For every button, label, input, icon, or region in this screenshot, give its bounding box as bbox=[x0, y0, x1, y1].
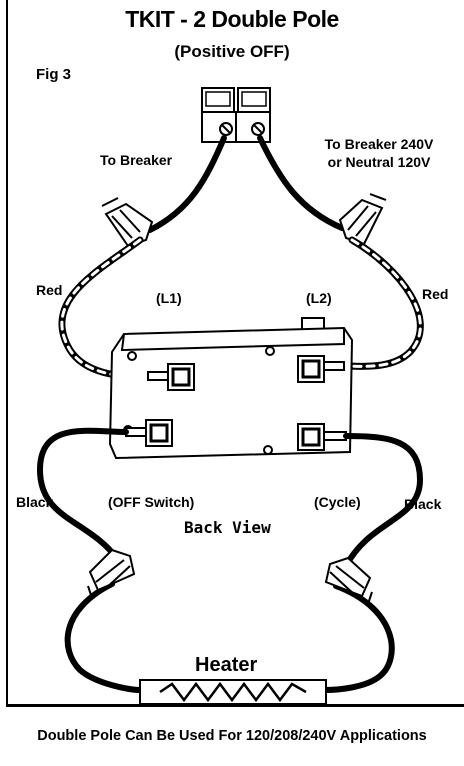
left-border-line bbox=[6, 0, 8, 704]
label-to-breaker-240v-line1: To Breaker 240V bbox=[324, 136, 434, 152]
label-black-right: Black bbox=[404, 496, 442, 512]
label-l2: (L2) bbox=[306, 290, 332, 306]
label-red-left: Red bbox=[36, 282, 63, 298]
label-to-breaker: To Breaker bbox=[100, 152, 173, 168]
label-off-switch: (OFF Switch) bbox=[108, 494, 195, 510]
wire-nut-icon bbox=[101, 197, 154, 248]
breaker-wires bbox=[147, 135, 345, 233]
page-title: TKIT - 2 Double Pole bbox=[125, 6, 339, 32]
wire-nut-icon bbox=[338, 193, 387, 246]
heater-element-icon bbox=[139, 679, 327, 705]
wire-nut-icon bbox=[324, 556, 373, 605]
label-to-breaker-240v-line2: or Neutral 120V bbox=[327, 154, 431, 170]
figure-label: Fig 3 bbox=[36, 66, 72, 83]
breaker-icon bbox=[201, 87, 271, 143]
footer-note: Double Pole Can Be Used For 120/208/240V… bbox=[37, 728, 427, 744]
wire-nut-icon bbox=[87, 548, 136, 599]
label-red-right: Red bbox=[422, 286, 449, 302]
label-heater: Heater bbox=[195, 654, 258, 676]
terminal-screw-icon bbox=[145, 355, 325, 451]
label-to-breaker-240v: To Breaker 240V or Neutral 120V bbox=[304, 136, 454, 170]
black-wires bbox=[36, 427, 424, 693]
page-subtitle: (Positive OFF) bbox=[174, 42, 290, 61]
label-back-view: Back View bbox=[184, 518, 271, 537]
label-black-left: Black bbox=[16, 494, 54, 510]
label-l1: (L1) bbox=[156, 290, 182, 306]
label-cycle: (Cycle) bbox=[314, 494, 361, 510]
bottom-border-line bbox=[6, 704, 464, 707]
